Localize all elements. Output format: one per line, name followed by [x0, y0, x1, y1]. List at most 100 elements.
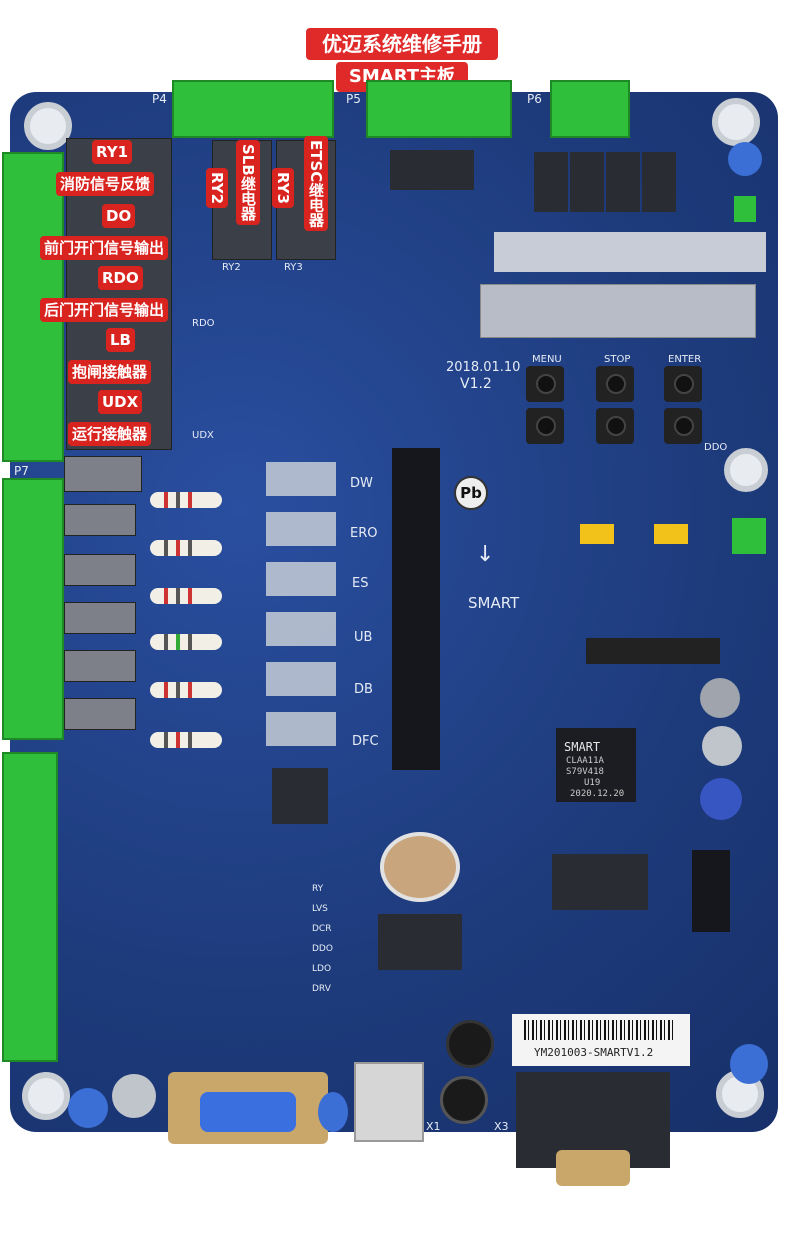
pin-header	[586, 638, 720, 664]
silk-rs-1: RY	[312, 884, 324, 894]
mount-hole-top-right	[712, 98, 760, 146]
usb-connector[interactable]	[354, 1062, 424, 1142]
regulator-3	[606, 152, 640, 212]
blue-capacitor-bottom-left	[68, 1088, 108, 1128]
resistor-5	[150, 682, 222, 698]
label-rdo: RDO	[98, 266, 143, 290]
label-lb: LB	[106, 328, 135, 352]
round-connector	[440, 1076, 488, 1124]
arrow-icon: ↓	[476, 542, 495, 567]
smart-chip-line-4: 2020.12.20	[570, 789, 625, 799]
label-front-door-output: 前门开门信号输出	[40, 236, 169, 260]
right-button[interactable]	[664, 408, 702, 444]
coin-battery	[380, 832, 460, 902]
ic-lower-right	[692, 850, 730, 932]
relay-grey-5	[64, 650, 136, 682]
smart-chip	[556, 728, 636, 802]
silk-rs-6: DRV	[312, 984, 331, 994]
label-ry1: RY1	[92, 140, 133, 164]
label-es: ES	[352, 576, 369, 591]
label-udx: UDX	[98, 390, 143, 414]
up-button[interactable]	[526, 408, 564, 444]
silk-rs-3: DCR	[312, 924, 332, 934]
label-ero: ERO	[350, 526, 378, 541]
label-run-contactor: 运行接触器	[68, 422, 152, 446]
silk-rs-4: DDO	[312, 944, 333, 954]
label-p4: P4	[152, 92, 167, 106]
label-brake-contactor: 抱闸接触器	[68, 360, 152, 384]
green-led-mid	[732, 518, 766, 554]
regulator-1	[534, 152, 568, 212]
relay-grey-3	[64, 554, 136, 586]
smart-chip-line-2: S79V418	[566, 767, 604, 777]
label-p6: P6	[527, 92, 542, 106]
label-p5: P5	[346, 92, 361, 106]
terminal-left-bottom	[2, 752, 58, 1062]
label-rear-door-output: 后门开门信号输出	[40, 298, 169, 322]
seven-segment-display	[480, 284, 756, 338]
resistor-2	[150, 540, 222, 556]
label-ry2: RY2	[206, 168, 228, 209]
title-banner-top: 优迈系统维修手册	[306, 28, 498, 60]
relay-grey-2	[64, 504, 136, 536]
silk-ddo: DDO	[704, 442, 728, 453]
label-do: DO	[102, 204, 136, 228]
mount-hole-top-left	[24, 102, 72, 150]
blue-capacitor-bottom-right	[730, 1044, 768, 1084]
label-db: DB	[354, 682, 373, 697]
opto-block-1	[266, 462, 336, 496]
enter-button[interactable]	[664, 366, 702, 402]
opto-block-2	[266, 512, 336, 546]
yellow-capacitor-2	[654, 524, 688, 544]
mount-hole-mid-right	[724, 448, 768, 492]
down-button[interactable]	[596, 408, 634, 444]
label-ry3: RY3	[272, 168, 294, 209]
opto-block-6	[266, 712, 336, 746]
label-etsc-relay: ETSC继电器	[304, 136, 328, 232]
board-version: V1.2	[460, 376, 492, 392]
terminal-p7	[2, 478, 64, 740]
relay-grey-4	[64, 602, 136, 634]
smart-chip-line-1: CLAA11A	[566, 756, 604, 766]
label-p7: P7	[14, 464, 29, 478]
label-ub: UB	[354, 630, 373, 645]
electrolytic-cap-1	[700, 678, 740, 718]
db9-connector-right-port	[556, 1150, 630, 1186]
smart-chip-brand: SMART	[564, 740, 601, 754]
barcode-lines	[524, 1020, 676, 1040]
label-fire-feedback: 消防信号反馈	[56, 172, 155, 196]
regulator-lower-2	[378, 914, 462, 970]
barcode-sticker: YM201003-SMARTV1.2	[512, 1014, 690, 1066]
resistor-array	[494, 232, 766, 272]
terminal-p6	[550, 80, 630, 138]
board-date: 2018.01.10	[446, 360, 521, 375]
inductor	[446, 1020, 494, 1068]
mount-hole-bottom-left	[22, 1072, 70, 1120]
regulator-lower-1	[272, 768, 328, 824]
terminal-p4	[172, 80, 334, 138]
blue-capacitor-bottom-mid	[318, 1092, 348, 1132]
connector-block	[390, 150, 474, 190]
label-dw: DW	[350, 476, 373, 491]
yellow-capacitor-1	[580, 524, 614, 544]
label-stop: STOP	[604, 354, 631, 365]
electrolytic-cap-2	[702, 726, 742, 766]
label-x3: X3	[494, 1120, 509, 1133]
regulator-2	[570, 152, 604, 212]
relay-grey-6	[64, 698, 136, 730]
stop-button[interactable]	[596, 366, 634, 402]
silk-ry3: RY3	[284, 262, 303, 273]
menu-button[interactable]	[526, 366, 564, 402]
smart-chip-line-3: U19	[584, 778, 601, 788]
silk-rs-2: LVS	[312, 904, 328, 914]
silk-rs-5: LDO	[312, 964, 332, 974]
silk-ry2: RY2	[222, 262, 241, 273]
opto-block-5	[266, 662, 336, 696]
electrolytic-cap-3	[700, 778, 742, 820]
connector-lower-right	[552, 854, 648, 910]
label-slb-relay: SLB继电器	[236, 140, 260, 225]
label-enter: ENTER	[668, 354, 702, 365]
pcb-code: YM201003-SMARTV1.2	[534, 1046, 654, 1059]
resistor-6	[150, 732, 222, 748]
relay-grey-1	[64, 456, 142, 492]
